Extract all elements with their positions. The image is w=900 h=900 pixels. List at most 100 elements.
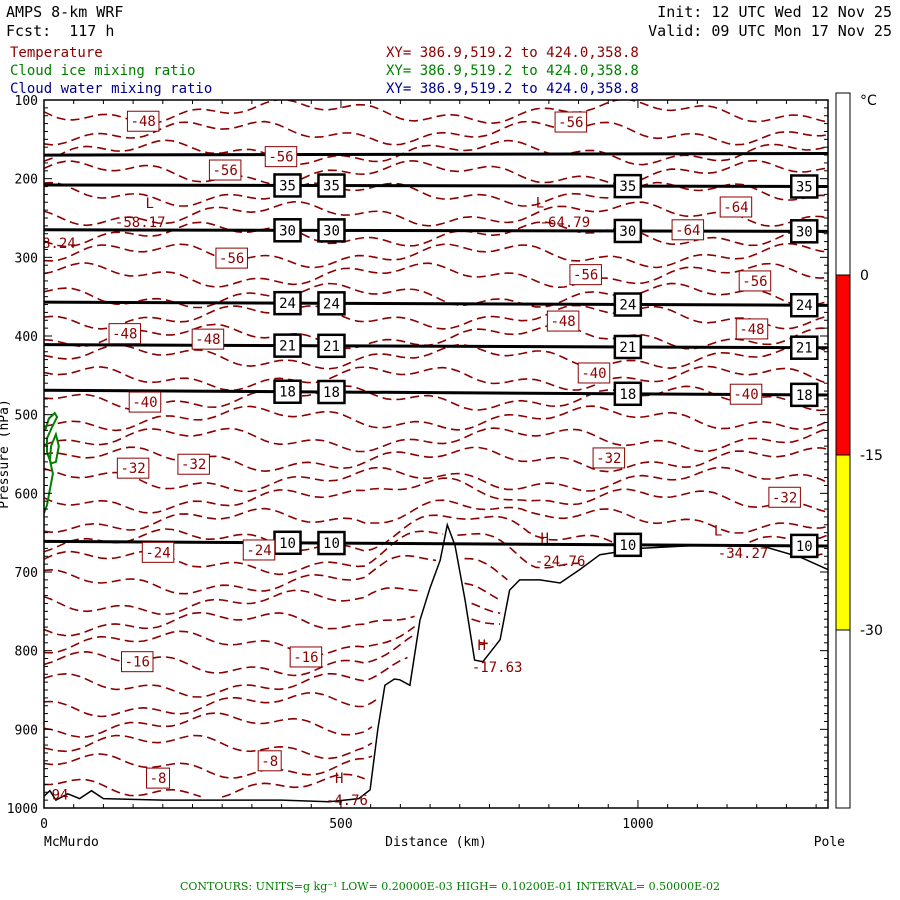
xy-temperature: XY= 386.9,519.2 to 424.0,358.8 — [386, 45, 639, 61]
y-tick-label: 900 — [15, 723, 38, 738]
y-tick-label: 500 — [15, 409, 38, 424]
temperature-label: -48 — [131, 114, 156, 130]
isotherm-contour — [44, 582, 501, 616]
temperature-label: -8 — [150, 771, 167, 787]
black-contour-label: 35 — [323, 179, 340, 195]
y-axis-label: Pressure (hPa) — [0, 399, 12, 509]
temperature-label: -48 — [739, 322, 764, 338]
black-contour-label-box — [789, 382, 819, 408]
black-contour-label-box — [789, 533, 819, 559]
temperature-label-box — [671, 219, 705, 241]
temperature-label-box — [577, 362, 611, 384]
black-contour-line — [44, 388, 828, 397]
temperature-label: -16 — [293, 650, 318, 666]
temperature-label: -64.79 — [540, 215, 591, 231]
isotherm-contour — [44, 554, 508, 595]
temperature-label-box — [215, 247, 248, 269]
temperature-label: -56 — [219, 251, 244, 267]
temperature-label: -48 — [195, 332, 220, 348]
x-end-label-left: McMurdo — [44, 835, 99, 850]
y-tick-label: 300 — [15, 251, 38, 266]
black-contour-label-box — [613, 381, 643, 407]
temperature-label-box — [116, 457, 150, 479]
temperature-label-box — [257, 750, 282, 772]
temperature-label-box — [546, 310, 580, 332]
colorbar-tick-label: 0 — [860, 268, 869, 284]
temperature-label: -56 — [573, 268, 598, 284]
colorbar-tick-label: -15 — [860, 448, 883, 464]
temperature-label-box — [768, 486, 801, 508]
isotherm-contour — [44, 365, 828, 392]
temperature-label-box — [735, 318, 769, 340]
black-contour-line — [44, 539, 828, 548]
black-contour-label-box — [789, 335, 819, 360]
temperature-label: -34.27 — [718, 546, 769, 562]
temperature-label: H — [540, 531, 548, 547]
y-tick-label: 700 — [15, 566, 38, 581]
isotherm-contour — [44, 499, 828, 534]
temperature-label: -32 — [772, 490, 797, 506]
black-contour-label-box — [789, 174, 819, 199]
x-end-label-right: Pole — [814, 835, 845, 850]
black-contour-line — [44, 151, 828, 157]
terrain-outline — [44, 522, 828, 803]
temperature-label: L — [536, 195, 544, 211]
black-contour-label-box — [317, 333, 346, 359]
black-contour-label-box — [273, 173, 302, 198]
temperature-label-box — [128, 391, 162, 413]
y-tick-label: 400 — [15, 330, 38, 345]
temperature-label: -32 — [596, 451, 621, 467]
temperature-label: -8 — [261, 754, 278, 770]
black-contour-label: 18 — [323, 385, 340, 401]
isotherm-contour — [44, 242, 828, 269]
black-contour-line — [44, 343, 828, 350]
isotherm-contour — [44, 427, 828, 453]
temperature-label: -16 — [125, 655, 150, 671]
temperature-label-box — [141, 541, 175, 563]
black-contour-label: 10 — [796, 539, 813, 555]
temperature-label: -17.63 — [472, 660, 523, 676]
black-contour-label: 10 — [279, 536, 296, 552]
black-contour-label-box — [273, 218, 302, 243]
black-contour-label-box — [273, 379, 302, 404]
x-tick-label: 500 — [329, 817, 352, 832]
isotherm-contour — [44, 405, 828, 432]
temperature-label-box — [719, 196, 753, 218]
isotherm-contour — [44, 692, 380, 718]
xy-cloud-ice: XY= 386.9,519.2 to 424.0,358.8 — [386, 63, 639, 79]
black-contour-label: 30 — [323, 223, 340, 239]
temperature-label: -64 — [723, 200, 748, 216]
black-contour-label: 30 — [619, 224, 636, 240]
xy-cloud-water: XY= 386.9,519.2 to 424.0,358.8 — [386, 81, 639, 97]
temperature-label: -40 — [733, 387, 758, 403]
black-contour-label: 24 — [619, 298, 636, 314]
temperature-label-box — [126, 110, 160, 132]
y-tick-label: 1000 — [7, 802, 38, 817]
y-tick-label: 100 — [15, 94, 38, 109]
isotherm-contour — [44, 120, 828, 146]
field-cloud-ice: Cloud ice mixing ratio — [10, 63, 196, 79]
black-contour-label-box — [273, 290, 302, 316]
black-contour-label-box — [317, 218, 346, 243]
isotherm-contour — [44, 139, 828, 166]
temperature-label: -24.76 — [535, 554, 586, 570]
colorbar-band — [835, 274, 851, 456]
temperature-label: L — [146, 196, 154, 212]
black-contour-label: 18 — [279, 385, 296, 401]
black-contour-label-box — [789, 219, 819, 244]
isotherm-contour — [44, 633, 494, 677]
black-contour-line — [44, 183, 828, 189]
temperature-label: -56 — [742, 274, 767, 290]
isotherm-contour — [44, 734, 373, 760]
black-contour-label-box — [317, 173, 346, 198]
temperature-label-box — [108, 323, 142, 345]
temperature-label: -24 — [246, 543, 271, 559]
black-contour-label-box — [613, 218, 643, 244]
black-contour-label-box — [613, 173, 643, 199]
temperature-label: -32 — [120, 461, 145, 477]
temperature-label: -64 — [675, 223, 700, 239]
black-contour-label-box — [317, 291, 346, 316]
colorbar-tick-label: -30 — [860, 623, 883, 639]
